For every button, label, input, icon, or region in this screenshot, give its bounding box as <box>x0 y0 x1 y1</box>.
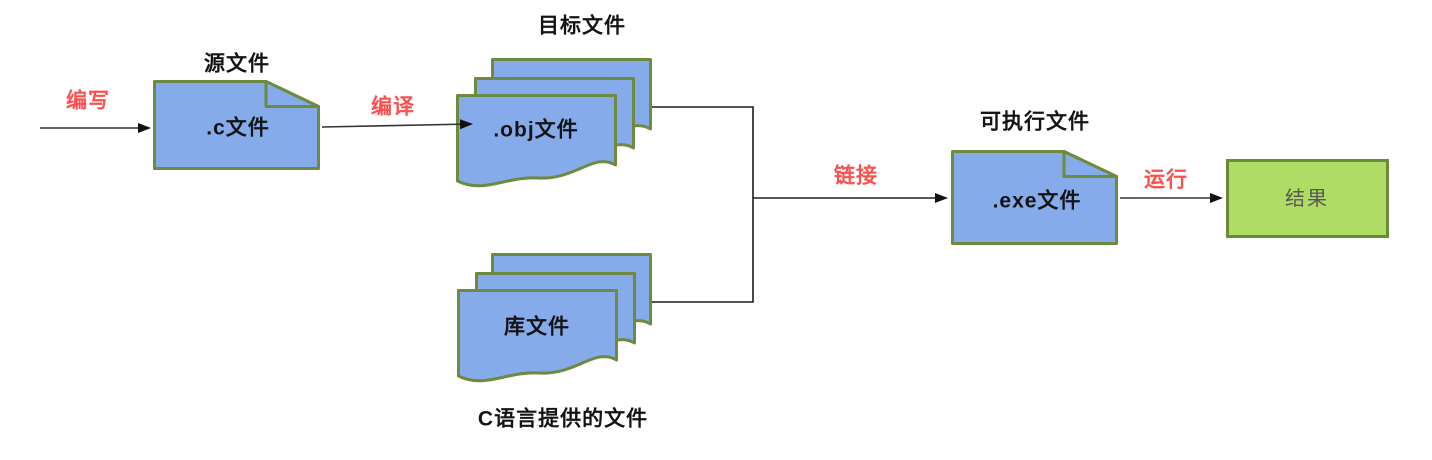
library-files-stack <box>457 253 652 383</box>
object-files-stack <box>456 58 652 188</box>
edge-label-run: 运行 <box>1144 168 1188 192</box>
document-shape-front <box>457 289 618 383</box>
edge-label-write: 编写 <box>66 89 110 113</box>
edge-label-compile: 编译 <box>371 95 415 119</box>
object-files-title: 目标文件 <box>538 14 626 38</box>
object-files-label: .obj文件 <box>493 118 579 142</box>
document-shape-front <box>456 94 617 188</box>
source-file-title: 源文件 <box>204 52 270 76</box>
library-files-label: 库文件 <box>504 315 570 339</box>
library-files-caption: C语言提供的文件 <box>477 407 649 431</box>
folded-corner-icon <box>264 80 320 108</box>
source-file-node <box>153 80 320 170</box>
executable-file-label: .exe文件 <box>992 189 1082 213</box>
executable-file-title: 可执行文件 <box>980 110 1090 134</box>
merge-bracket-line <box>652 106 754 303</box>
folded-corner-icon <box>1062 150 1118 178</box>
edge-label-link: 链接 <box>834 164 878 188</box>
executable-file-node <box>951 150 1118 245</box>
source-file-label: .c文件 <box>206 116 270 140</box>
result-label: 结果 <box>1285 188 1329 210</box>
result-node <box>1226 159 1389 238</box>
result-rect <box>1226 159 1389 238</box>
arrow-compile <box>321 119 473 130</box>
